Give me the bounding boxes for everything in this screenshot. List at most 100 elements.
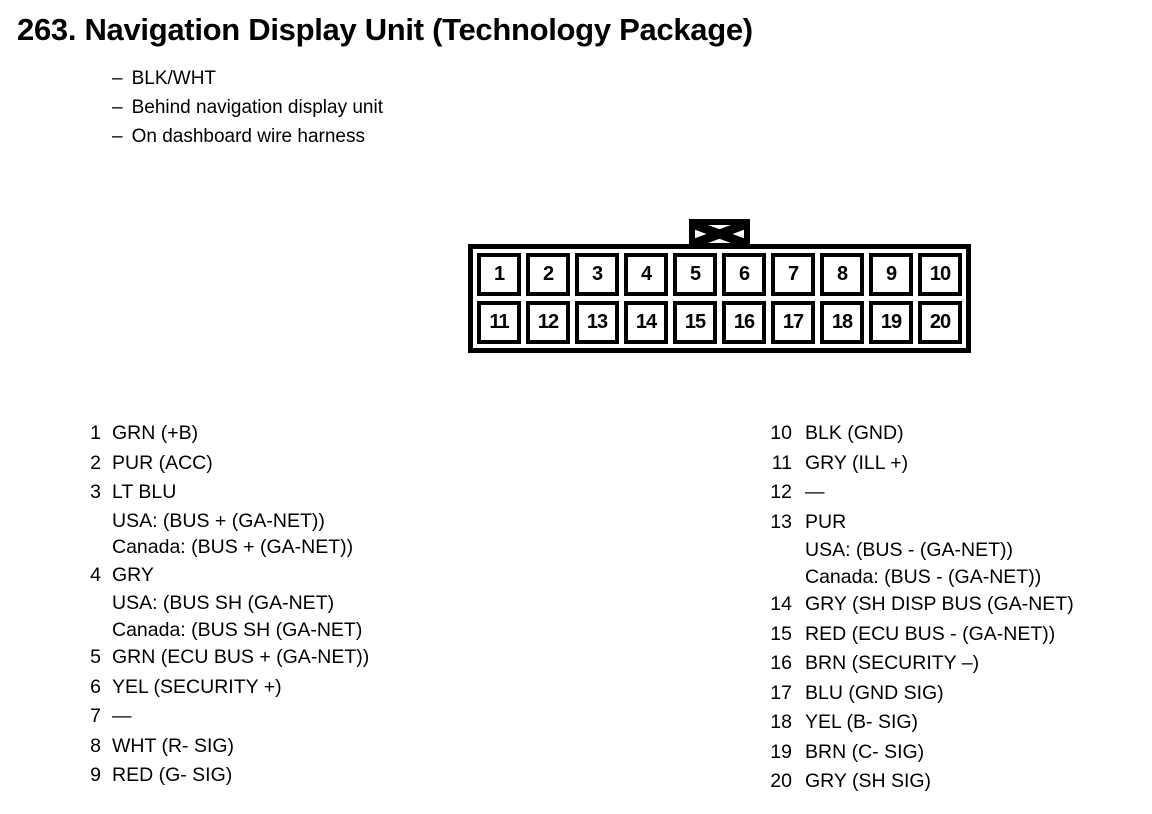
connector-pin-cell: 10 — [918, 253, 962, 296]
note-text: Behind navigation display unit — [131, 97, 383, 118]
connector-pin-cell: 19 — [869, 301, 913, 344]
connector-pin-cell: 7 — [771, 253, 815, 296]
connector-diagram: 1 2 3 4 5 6 7 8 9 10 11 12 13 14 15 — [468, 244, 971, 353]
connector-pin-number: 8 — [836, 263, 848, 285]
note-dash: – — [112, 68, 123, 89]
pin-list-item: 1 GRN (+B) — [88, 419, 369, 449]
pin-number: 9 — [90, 764, 101, 786]
pin-description-line: WHT (R- SIG) — [112, 734, 235, 757]
pin-number: 8 — [90, 734, 101, 757]
note-item: – On dashboard wire harness — [112, 122, 383, 151]
connector-pin-number: 3 — [591, 263, 603, 285]
bowtie-x-icon — [695, 225, 744, 243]
connector-pin-cell: 5 — [673, 253, 717, 296]
pin-description-line: LT BLU — [112, 481, 177, 503]
pin-description: BRN (C- SIG) — [805, 738, 924, 768]
connector-pin-grid: 1 2 3 4 5 6 7 8 9 10 11 12 13 14 15 — [473, 249, 966, 348]
connector-pin-cell: 17 — [771, 301, 815, 344]
connector-pin-number: 2 — [542, 263, 554, 285]
pin-description-subline: Canada: (BUS - (GA-NET)) — [805, 565, 1042, 588]
pin-list-item: 14 GRY (SH DISP BUS (GA-NET) — [767, 590, 1074, 620]
pin-description-line: PUR — [805, 510, 847, 533]
pin-description-line: PUR (ACC) — [112, 451, 213, 474]
pin-number: 5 — [90, 646, 101, 668]
connector-pin-cell: 4 — [624, 253, 668, 296]
pin-number: 15 — [770, 622, 792, 645]
pin-description-subline: Canada: (BUS SH (GA-NET) — [112, 618, 363, 641]
connector-pin-cell: 2 — [526, 253, 570, 296]
pin-number: 16 — [770, 652, 792, 674]
pin-description-line: BLK (GND) — [805, 422, 904, 444]
pin-description-line: BLU (GND SIG) — [805, 681, 944, 704]
connector-pin-cell: 14 — [624, 301, 668, 344]
connector-pin-number: 6 — [738, 263, 750, 285]
pin-description-subline: USA: (BUS + (GA-NET)) — [112, 509, 325, 532]
note-item: – BLK/WHT — [112, 64, 383, 93]
connector-pin-cell: 6 — [722, 253, 766, 296]
connector-pin-cell: 18 — [820, 301, 864, 344]
connector-pin-number: 1 — [493, 263, 505, 285]
pin-number: 12 — [770, 481, 792, 503]
pin-description: BLK (GND) — [805, 419, 904, 449]
note-dash: – — [112, 97, 123, 118]
pin-number: 7 — [90, 705, 101, 727]
pin-list-item: 6 YEL (SECURITY +) — [88, 673, 369, 703]
connector-pin-cell: 20 — [918, 301, 962, 344]
connector-pin-number: 4 — [640, 263, 652, 285]
pin-description-line: BRN (SECURITY –) — [805, 652, 980, 674]
connector-pin-cell: 13 — [575, 301, 619, 344]
pin-number: 14 — [770, 593, 792, 615]
pin-description-line: GRN (+B) — [112, 422, 199, 444]
connector-pin-number: 7 — [787, 263, 799, 285]
connector-pin-number: 5 — [689, 263, 701, 285]
pin-list-item: 9 RED (G- SIG) — [88, 761, 369, 791]
pin-description: BRN (SECURITY –) — [805, 649, 979, 679]
pin-description: GRY (SH SIG) — [805, 767, 931, 797]
connector-keying-tab — [689, 219, 750, 249]
pin-description: RED (G- SIG) — [112, 761, 232, 791]
pin-description-line: BRN (C- SIG) — [805, 740, 925, 763]
connector-pin-number: 15 — [684, 311, 706, 333]
pin-list-item: 15 RED (ECU BUS - (GA-NET)) — [767, 620, 1074, 650]
pin-description: GRN (+B) — [112, 419, 198, 449]
connector-pin-cell: 12 — [526, 301, 570, 344]
connector-pin-number: 19 — [880, 311, 902, 333]
pin-list-item: 11 GRY (ILL +) — [767, 449, 1074, 479]
note-text: BLK/WHT — [131, 68, 217, 89]
pin-description: PUR USA: (BUS - (GA-NET)) Canada: (BUS - (… — [805, 508, 1041, 591]
connector-pin-cell: 8 — [820, 253, 864, 296]
pin-number: 6 — [90, 675, 101, 698]
pin-list-item: 20 GRY (SH SIG) — [767, 767, 1074, 797]
pin-list-item: 19 BRN (C- SIG) — [767, 738, 1074, 768]
connector-pin-number: 12 — [537, 311, 559, 333]
connector-pin-number: 17 — [782, 311, 804, 333]
pin-description-line: RED (ECU BUS - (GA-NET)) — [805, 622, 1056, 645]
pin-description: GRY (SH DISP BUS (GA-NET) — [805, 590, 1074, 620]
pin-description-line: — — [805, 481, 825, 503]
pin-description-line: GRY (SH SIG) — [805, 770, 932, 792]
notes-list: – BLK/WHT – Behind navigation display un… — [112, 64, 383, 151]
connector-pin-number: 13 — [586, 311, 608, 333]
pin-number: 19 — [770, 740, 792, 763]
connector-pin-number: 18 — [831, 311, 853, 333]
pin-list-item: 8 WHT (R- SIG) — [88, 732, 369, 762]
pin-number: 3 — [90, 481, 101, 503]
page-title: 263. Navigation Display Unit (Technology… — [17, 12, 753, 47]
pin-list-item: 17 BLU (GND SIG) — [767, 679, 1074, 709]
pin-list-item: 12 — — [767, 478, 1074, 508]
pin-number: 1 — [90, 422, 101, 444]
pin-description-subline: USA: (BUS - (GA-NET)) — [805, 539, 1013, 561]
connector-pin-number: 14 — [635, 311, 657, 333]
pin-number: 20 — [770, 770, 792, 792]
pin-description-line: GRY — [112, 563, 154, 586]
pin-list-item: 10 BLK (GND) — [767, 419, 1074, 449]
connector-pin-cell: 1 — [477, 253, 521, 296]
pin-list-item: 18 YEL (B- SIG) — [767, 708, 1074, 738]
